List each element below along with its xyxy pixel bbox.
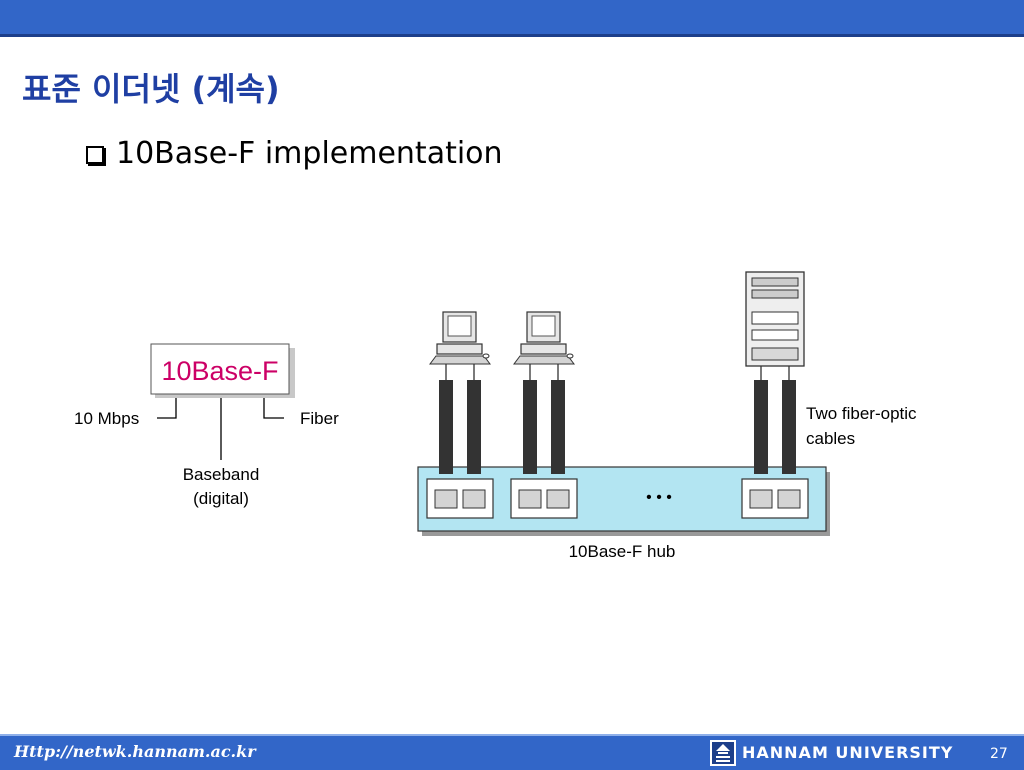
hub-label: 10Base-F hub bbox=[569, 542, 676, 561]
drive-bay-3 bbox=[751, 311, 799, 325]
naming-breakdown: 10Base-F 10 Mbps Fiber Baseband (digital… bbox=[74, 343, 339, 508]
port bbox=[749, 489, 773, 509]
screen bbox=[531, 315, 556, 337]
screen bbox=[447, 315, 472, 337]
ellipsis-text: • • • bbox=[646, 489, 672, 506]
port bbox=[434, 489, 458, 509]
keyboard-icon bbox=[429, 355, 491, 365]
mouse-icon bbox=[566, 353, 574, 359]
rate-connector bbox=[157, 398, 177, 419]
medium-label: Fiber bbox=[300, 409, 339, 428]
keyboard-icon bbox=[513, 355, 575, 365]
fiber-cable bbox=[439, 380, 453, 474]
mouse-icon bbox=[482, 353, 490, 359]
fiber-cables bbox=[439, 364, 796, 474]
port bbox=[462, 489, 486, 509]
fiber-cable bbox=[782, 380, 796, 474]
computer-2 bbox=[513, 311, 575, 365]
drive-bay-4 bbox=[751, 329, 799, 341]
port bbox=[546, 489, 570, 509]
top-bar bbox=[0, 0, 1024, 37]
signal-label-line2: (digital) bbox=[193, 489, 249, 508]
bullet-item: 10Base-F implementation bbox=[86, 136, 503, 171]
fiber-cable bbox=[523, 380, 537, 474]
bullet-text: 10Base-F implementation bbox=[116, 136, 503, 171]
drive-bay-1 bbox=[751, 277, 799, 287]
fiber-cable bbox=[467, 380, 481, 474]
signal-label-line1: Baseband bbox=[183, 465, 260, 484]
fiber-cable bbox=[551, 380, 565, 474]
cable-note-line2: cables bbox=[806, 429, 855, 448]
cpu-box-icon bbox=[436, 343, 483, 355]
university-logo-icon bbox=[710, 740, 736, 766]
rate-label: 10 Mbps bbox=[74, 409, 139, 428]
page-number: 27 bbox=[990, 746, 1008, 762]
footer-university: HANNAM UNIVERSITY bbox=[742, 743, 954, 762]
server bbox=[745, 271, 805, 367]
checkbox-bullet-icon bbox=[86, 145, 104, 164]
cpu-box-icon bbox=[520, 343, 567, 355]
port bbox=[518, 489, 542, 509]
footer-url: Http://netwk.hannam.ac.kr bbox=[14, 742, 256, 761]
label-text: 10Base-F bbox=[161, 356, 278, 386]
label-box bbox=[150, 343, 290, 395]
footer-bar: Http://netwk.hannam.ac.kr HANNAM UNIVERS… bbox=[0, 734, 1024, 770]
fiber-cable bbox=[754, 380, 768, 474]
computer-1 bbox=[429, 311, 491, 365]
page-title: 표준 이더넷 (계속) bbox=[22, 70, 280, 108]
medium-connector bbox=[263, 398, 284, 419]
cable-note-line1: Two fiber-optic bbox=[806, 404, 917, 423]
port bbox=[777, 489, 801, 509]
drive-bay-2 bbox=[751, 289, 799, 299]
vent-grill bbox=[751, 347, 799, 361]
hub: • • • bbox=[417, 466, 830, 536]
